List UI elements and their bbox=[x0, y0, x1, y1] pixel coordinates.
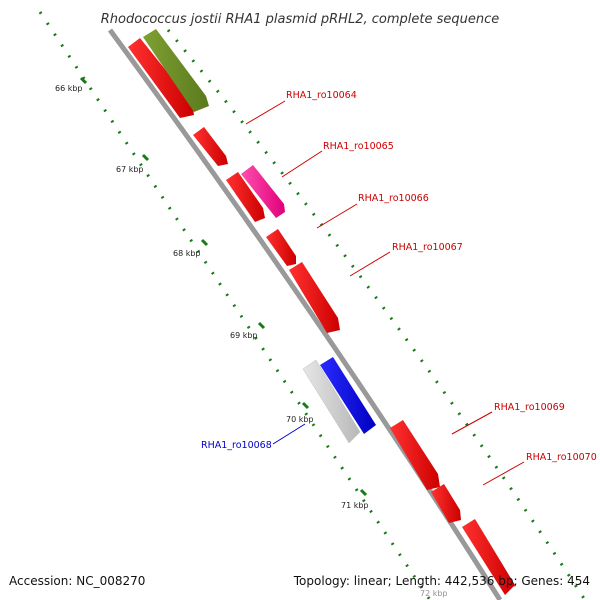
tick-mark-70 bbox=[301, 401, 310, 410]
gene-arrow-ro10068[interactable] bbox=[302, 359, 361, 444]
plasmid-backbone bbox=[107, 28, 503, 600]
gene-label-ro10066[interactable]: RHA1_ro10066 bbox=[358, 193, 429, 204]
tick-mark-67 bbox=[141, 153, 150, 162]
inner-tick-track bbox=[38, 11, 432, 600]
tick-mark-68 bbox=[200, 238, 209, 247]
kbp-label-67: 67 kbp bbox=[116, 165, 144, 174]
gene-arrow-ro10067[interactable] bbox=[289, 262, 340, 333]
gene-arrow-ro10071[interactable] bbox=[462, 519, 515, 595]
gene-label-ro10065[interactable]: RHA1_ro10065 bbox=[323, 141, 394, 152]
gene-arrow-ro10070[interactable] bbox=[431, 484, 461, 523]
kbp-label-66: 66 kbp bbox=[55, 84, 83, 93]
tick-mark-69 bbox=[257, 321, 266, 330]
gene-arrow-ro10067a[interactable] bbox=[266, 229, 296, 266]
kbp-tick-marks bbox=[79, 76, 368, 497]
tick-mark-66 bbox=[79, 76, 88, 85]
connector-ro10067 bbox=[349, 251, 391, 277]
kbp-label-72: 72 kbp bbox=[420, 589, 448, 598]
connector-ro10064 bbox=[245, 100, 286, 125]
gene-arrow-ro10063[interactable] bbox=[128, 38, 194, 118]
gene-arrow-ro10065a[interactable] bbox=[193, 127, 228, 166]
gene-arrow-ro10064[interactable] bbox=[143, 29, 209, 112]
tick-mark-71 bbox=[359, 488, 368, 497]
gene-label-ro10067[interactable]: RHA1_ro10067 bbox=[392, 242, 463, 253]
gene-label-ro10068[interactable]: RHA1_ro10068 bbox=[201, 440, 272, 451]
summary-text: Topology: linear; Length: 442,536 bp; Ge… bbox=[293, 574, 590, 588]
map-title: Rhodococcus jostii RHA1 plasmid pRHL2, c… bbox=[101, 12, 499, 27]
kbp-label-71: 71 kbp bbox=[341, 501, 369, 510]
gene-arrow-ro10068b[interactable] bbox=[320, 357, 376, 434]
kbp-label-70: 70 kbp bbox=[286, 415, 314, 424]
gene-arrow-ro10066[interactable] bbox=[226, 172, 265, 222]
gene-label-ro10064[interactable]: RHA1_ro10064 bbox=[286, 90, 357, 101]
gene-label-ro10070[interactable]: RHA1_ro10070 bbox=[526, 452, 597, 463]
kbp-label-69: 69 kbp bbox=[230, 331, 258, 340]
gene-arrow-ro10069[interactable] bbox=[390, 420, 440, 490]
connector-ro10069 bbox=[451, 411, 493, 435]
connector-ro10065 bbox=[281, 150, 323, 178]
outer-tick-track bbox=[166, 29, 587, 600]
connector-ro10068 bbox=[272, 423, 306, 445]
gene-arrows bbox=[128, 29, 515, 595]
gene-arrow-ro10065[interactable] bbox=[241, 165, 285, 218]
label-connectors bbox=[245, 100, 525, 486]
gene-label-ro10069[interactable]: RHA1_ro10069 bbox=[494, 402, 565, 413]
connector-ro10070 bbox=[482, 461, 525, 486]
connector-ro10066 bbox=[316, 203, 358, 229]
accession-text: Accession: NC_008270 bbox=[9, 574, 145, 588]
kbp-label-68: 68 kbp bbox=[173, 249, 201, 258]
